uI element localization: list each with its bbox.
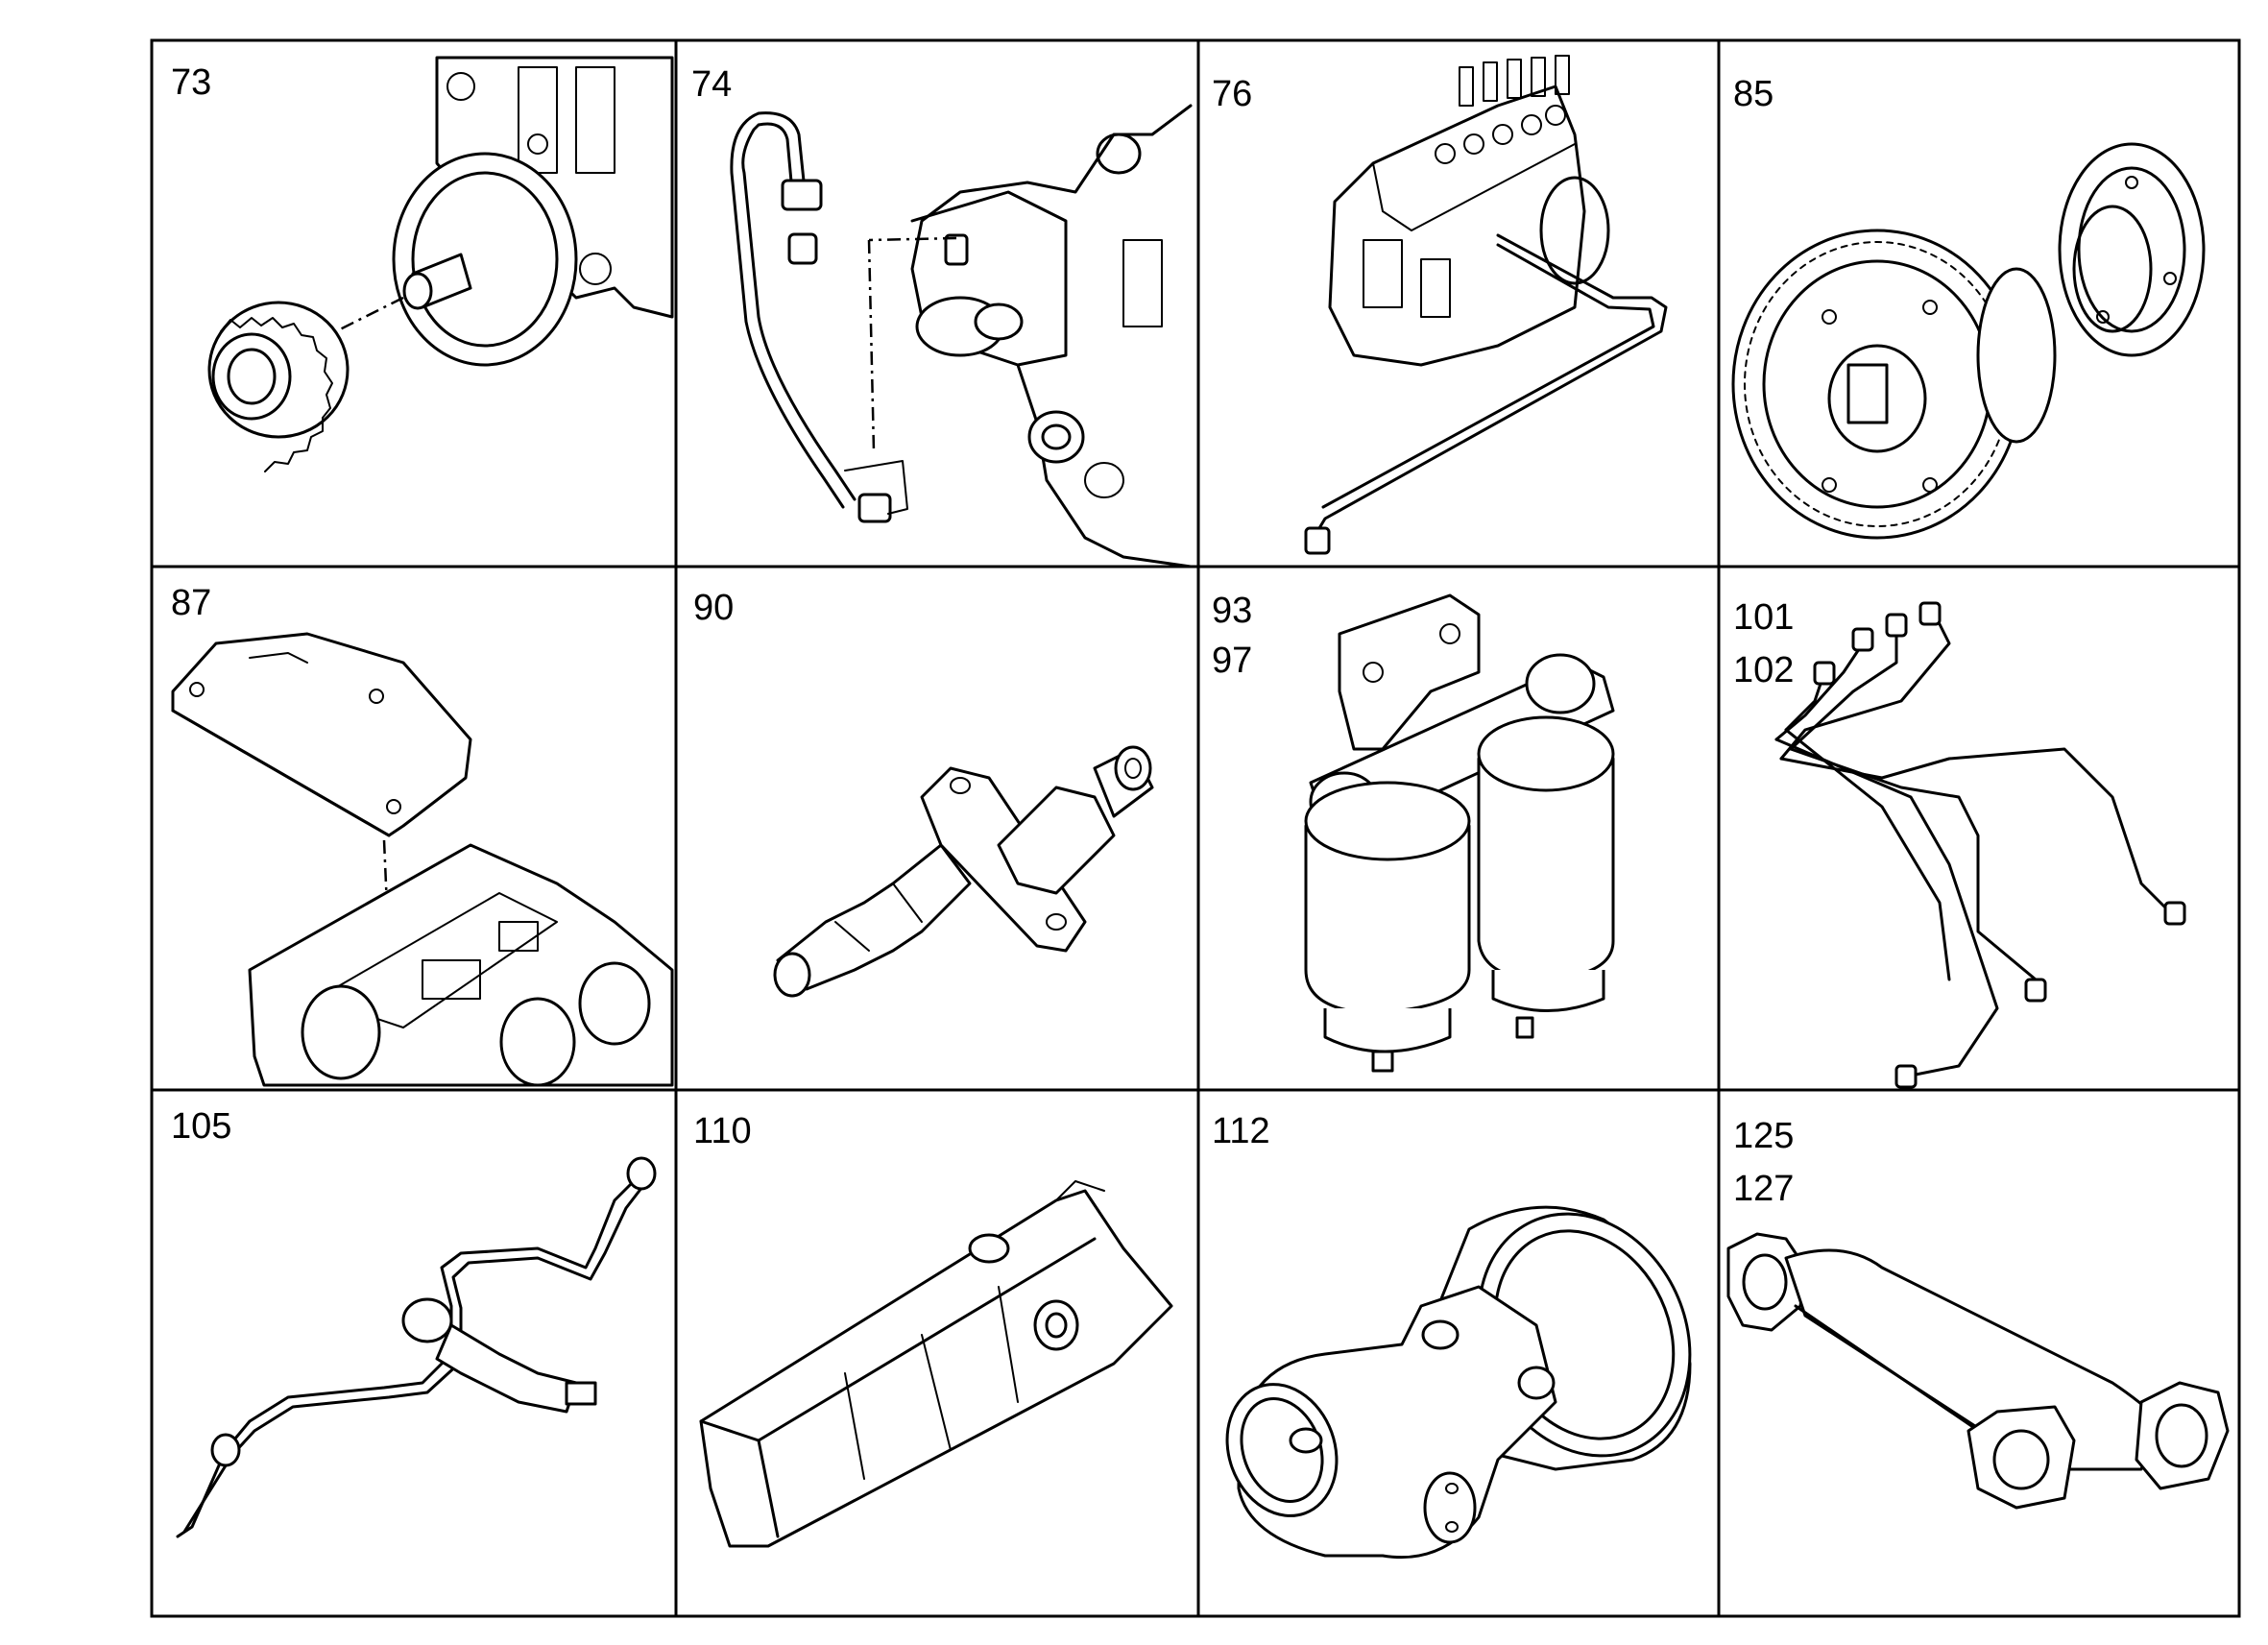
cell-76[interactable]: 76: [1212, 55, 1668, 555]
cell-93-97[interactable]: 93 97: [1212, 591, 1615, 1073]
cell-85[interactable]: 85: [1731, 74, 2206, 540]
grid-lines: [152, 40, 2239, 1616]
air-intake-elbow-icon: [1225, 1205, 1692, 1560]
cell-74[interactable]: 74: [691, 64, 1193, 568]
intake-manifold-icon: [699, 1180, 1173, 1548]
cell-112[interactable]: 112: [1209, 1111, 1728, 1560]
cell-125-127[interactable]: 125 127: [1726, 1116, 2230, 1510]
exhaust-pipe-icon: [1726, 1232, 2230, 1510]
injector-nozzle-icon: [773, 745, 1154, 998]
part-number: 101: [1733, 597, 1794, 638]
part-number: 85: [1733, 74, 1773, 114]
part-number: 127: [1733, 1169, 1794, 1209]
pump-fuel-line-icon: [730, 104, 1193, 568]
part-number: 87: [171, 583, 211, 623]
part-number: 90: [693, 588, 734, 628]
part-number: 112: [1212, 1111, 1270, 1151]
injection-pump-pipe-icon: [1304, 55, 1668, 555]
cell-73[interactable]: 73: [171, 56, 674, 472]
part-number: 110: [693, 1111, 752, 1151]
part-number: 93: [1212, 591, 1252, 631]
cell-90[interactable]: 90: [693, 588, 1154, 998]
part-number: 74: [691, 64, 732, 105]
part-number: 125: [1733, 1116, 1794, 1156]
part-number: 97: [1212, 641, 1252, 681]
cell-110[interactable]: 110: [693, 1111, 1173, 1548]
part-number: 73: [171, 62, 211, 103]
cover-plate-icon: [171, 632, 674, 1087]
injection-pump-gear-icon: [207, 56, 674, 472]
cell-87[interactable]: 87: [171, 583, 674, 1087]
cell-101-102[interactable]: 101 102: [1733, 597, 2186, 1089]
fuel-filter-icon: [1304, 593, 1615, 1073]
injection-lines-icon: [1774, 601, 2186, 1089]
leak-off-line-icon: [176, 1156, 657, 1538]
timing-device-icon: [1731, 142, 2206, 540]
part-number: 102: [1733, 650, 1794, 690]
grid-frame: [150, 38, 2241, 1618]
cell-105[interactable]: 105: [171, 1106, 657, 1538]
part-number: 76: [1212, 74, 1252, 114]
part-number: 105: [171, 1106, 231, 1147]
